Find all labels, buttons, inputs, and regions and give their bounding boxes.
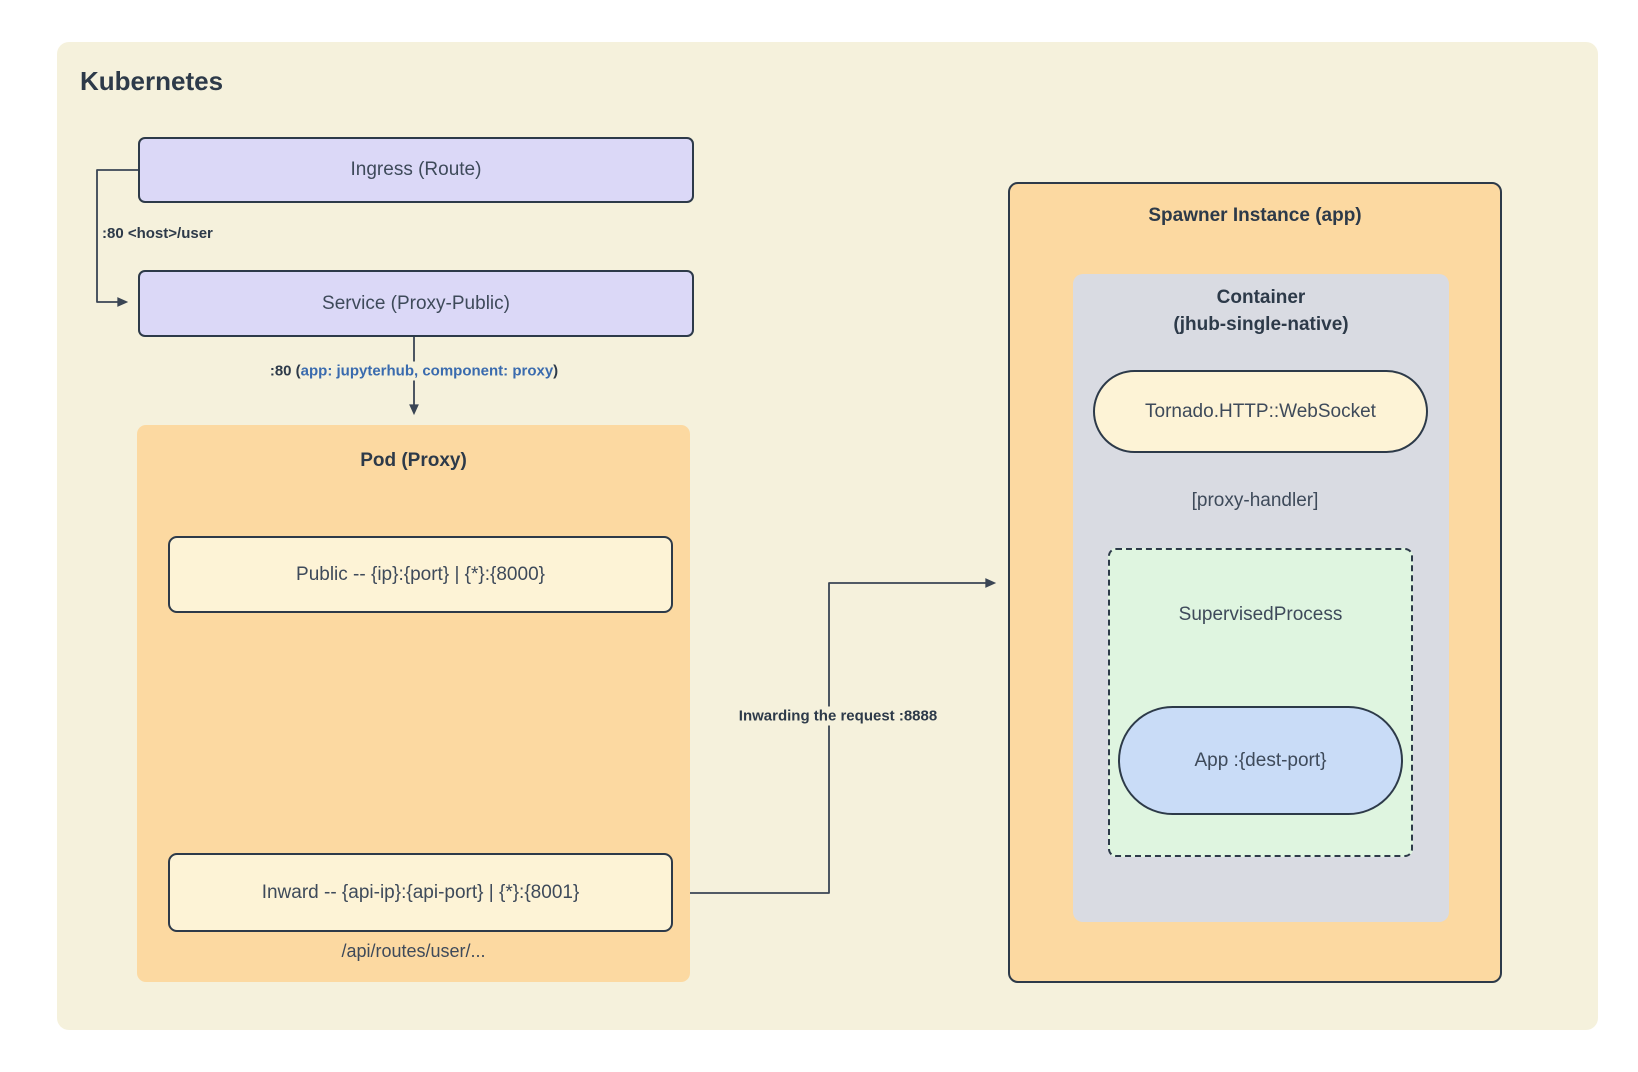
pod-routes-note: /api/routes/user/... (341, 941, 486, 961)
node-tornado-websocket: Tornado.HTTP::WebSocket (1093, 370, 1428, 453)
app-dest-port-label: App :{dest-port} (1194, 749, 1327, 771)
node-service: Service (Proxy-Public) (138, 270, 694, 337)
edge-label-service-to-pod: :80 (app: jupyterhub, component: proxy) (265, 361, 563, 381)
node-inward-endpoint: Inward -- {api-ip}:{api-port} | {*}:{800… (168, 853, 673, 932)
edge-label-host-user: :80 <host>/user (102, 225, 213, 242)
node-app-dest-port: App :{dest-port} (1118, 706, 1403, 815)
container-title: Container (jhub-single-native) (1073, 284, 1449, 338)
inward-endpoint-label: Inward -- {api-ip}:{api-port} | {*}:{800… (261, 881, 580, 903)
service-label: Service (Proxy-Public) (322, 292, 510, 314)
tornado-websocket-label: Tornado.HTTP::WebSocket (1145, 400, 1376, 422)
node-public-endpoint: Public -- {ip}:{port} | {*}:{8000} (168, 536, 673, 613)
node-ingress: Ingress (Route) (138, 137, 694, 203)
container-title-line1: Container (1216, 287, 1306, 308)
service-pod-label-selector: app: jupyterhub, component: proxy (300, 362, 554, 380)
ingress-label: Ingress (Route) (350, 159, 482, 180)
spawner-instance-title: Spawner Instance (app) (1148, 205, 1362, 226)
pod-proxy-title: Pod (Proxy) (360, 450, 467, 471)
supervised-process-label: SupervisedProcess (1178, 604, 1343, 625)
service-pod-label-suffix: ) (553, 362, 559, 380)
edge-label-inwarding-request: Inwarding the request :8888 (734, 706, 942, 726)
container-title-line2: (jhub-single-native) (1173, 314, 1349, 335)
proxy-handler-label: [proxy-handler] (1191, 490, 1319, 511)
service-pod-label-prefix: :80 ( (269, 362, 301, 380)
public-endpoint-label: Public -- {ip}:{port} | {*}:{8000} (296, 563, 545, 585)
kubernetes-title: Kubernetes (80, 66, 224, 96)
